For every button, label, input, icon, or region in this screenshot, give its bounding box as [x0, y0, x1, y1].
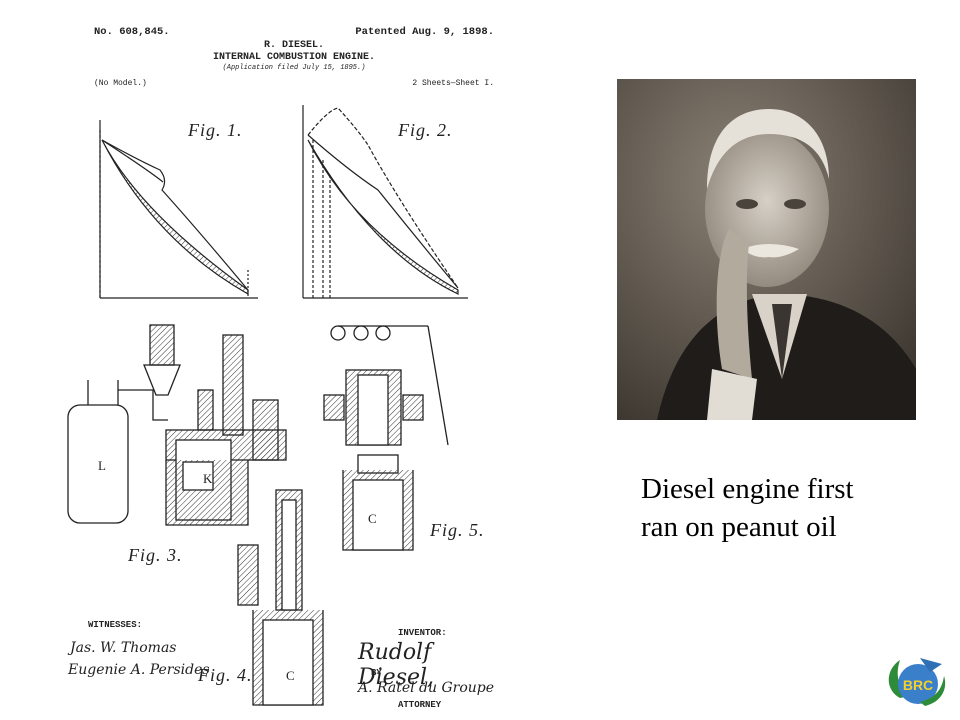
- patent-inventor-name: R. DIESEL.: [263, 40, 324, 51]
- by-label: BY: [371, 668, 382, 678]
- patent-header: No. 608,845. Patented Aug. 9, 1898. R. D…: [94, 26, 494, 91]
- attorney-signature: A. Ratel du Groupe: [358, 680, 495, 696]
- caption-line-1: Diesel engine first: [641, 473, 854, 505]
- attorney-label: ATTORNEY: [398, 700, 442, 710]
- svg-text:C: C: [286, 668, 295, 683]
- caption-line-2: ran on peanut oil: [641, 511, 837, 543]
- inventor-signature: Rudolf Diesel,: [358, 640, 435, 690]
- inventor-label: INVENTOR:: [398, 628, 447, 638]
- witnesses-label: WITNESSES:: [88, 620, 143, 630]
- brc-logo-icon: BRC: [888, 658, 946, 706]
- fig3-machine: [67, 324, 287, 526]
- patent-figures-svg: L K C C: [67, 105, 468, 706]
- portrait-photo: [617, 79, 916, 420]
- fig4-machine: [237, 489, 324, 706]
- patent-model: (No Model.): [94, 79, 147, 88]
- fig4-label: Fig. 4.: [198, 665, 253, 685]
- fig5-machine: [323, 325, 449, 551]
- portrait-illustration: [617, 79, 916, 420]
- witness-signature-1: Jas. W. Thomas: [70, 640, 177, 656]
- fig5-label: Fig. 5.: [430, 520, 485, 540]
- fig3-label: Fig. 3.: [128, 545, 183, 565]
- fig1-label: Fig. 1.: [188, 120, 243, 140]
- patent-number: No. 608,845.: [94, 26, 170, 38]
- brc-logo-text: BRC: [903, 677, 933, 693]
- fig2-diagram: [302, 105, 468, 299]
- fig1-diagram: [99, 120, 258, 299]
- patent-date: Patented Aug. 9, 1898.: [355, 26, 494, 38]
- caption: Diesel engine first ran on peanut oil: [641, 470, 941, 546]
- patent-drawing: No. 608,845. Patented Aug. 9, 1898. R. D…: [58, 0, 498, 720]
- patent-application: (Application filed July 15, 1895.): [222, 64, 366, 72]
- patent-title: INTERNAL COMBUSTION ENGINE.: [212, 52, 376, 63]
- svg-text:C: C: [368, 511, 377, 526]
- fig2-label: Fig. 2.: [398, 120, 453, 140]
- patent-sheets: 2 Sheets—Sheet I.: [412, 79, 494, 88]
- witness-signature-2: Eugenie A. Persides: [68, 662, 210, 678]
- svg-text:K: K: [203, 471, 213, 486]
- svg-text:L: L: [98, 458, 106, 473]
- brc-logo: BRC: [880, 650, 950, 710]
